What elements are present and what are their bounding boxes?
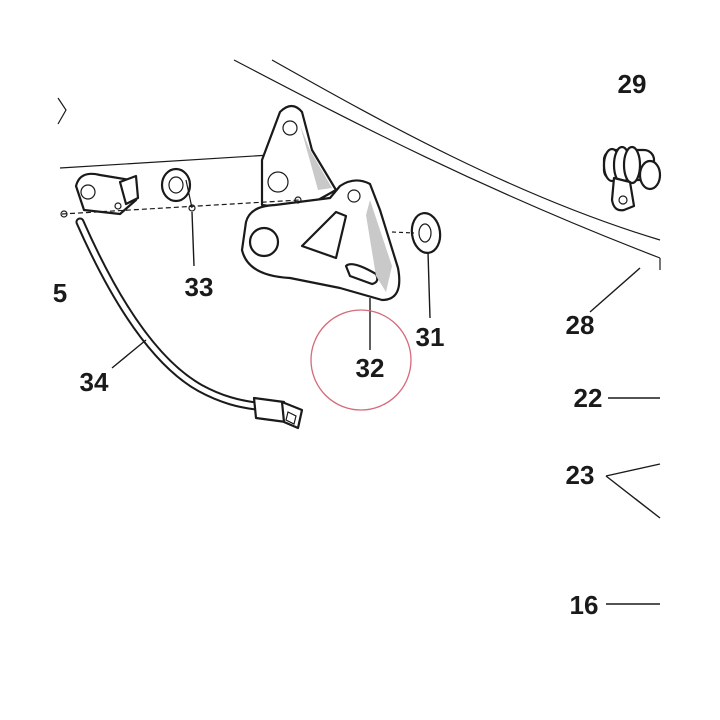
callout-31[interactable]: 31	[416, 322, 445, 352]
part-34-sensor-head[interactable]	[74, 172, 140, 216]
part-32-bracket[interactable]	[240, 179, 401, 302]
callout-22[interactable]: 22	[574, 383, 603, 413]
callout-34[interactable]: 34	[80, 367, 109, 397]
leader-23b	[605, 475, 661, 519]
highlight-circle	[310, 309, 412, 411]
leader-33	[191, 211, 195, 267]
callout-32[interactable]: 32	[356, 353, 385, 383]
leader-34	[111, 339, 147, 369]
callout-5-partial[interactable]: 5	[53, 278, 67, 308]
leader-31	[427, 251, 431, 319]
part-29-bushing[interactable]	[602, 145, 662, 212]
mounting-bracket	[260, 104, 338, 212]
callout-23[interactable]: 23	[566, 460, 595, 490]
edge-fragment-icon	[57, 97, 67, 125]
callout-28[interactable]: 28	[566, 310, 595, 340]
leader-28	[589, 267, 641, 313]
callout-labels: 29 33 5 31 28 32 34 22 23 16	[53, 69, 647, 620]
alignment-axes	[60, 196, 415, 234]
part-34-cable[interactable]	[75, 217, 304, 430]
part-31-washer[interactable]	[409, 211, 442, 255]
part-33-spacer[interactable]	[160, 167, 196, 212]
callout-33[interactable]: 33	[185, 272, 214, 302]
frame-outline	[59, 59, 661, 259]
leader-lines	[111, 211, 661, 605]
callout-29[interactable]: 29	[618, 69, 647, 99]
callout-16[interactable]: 16	[570, 590, 599, 620]
leader-23a	[605, 463, 661, 477]
